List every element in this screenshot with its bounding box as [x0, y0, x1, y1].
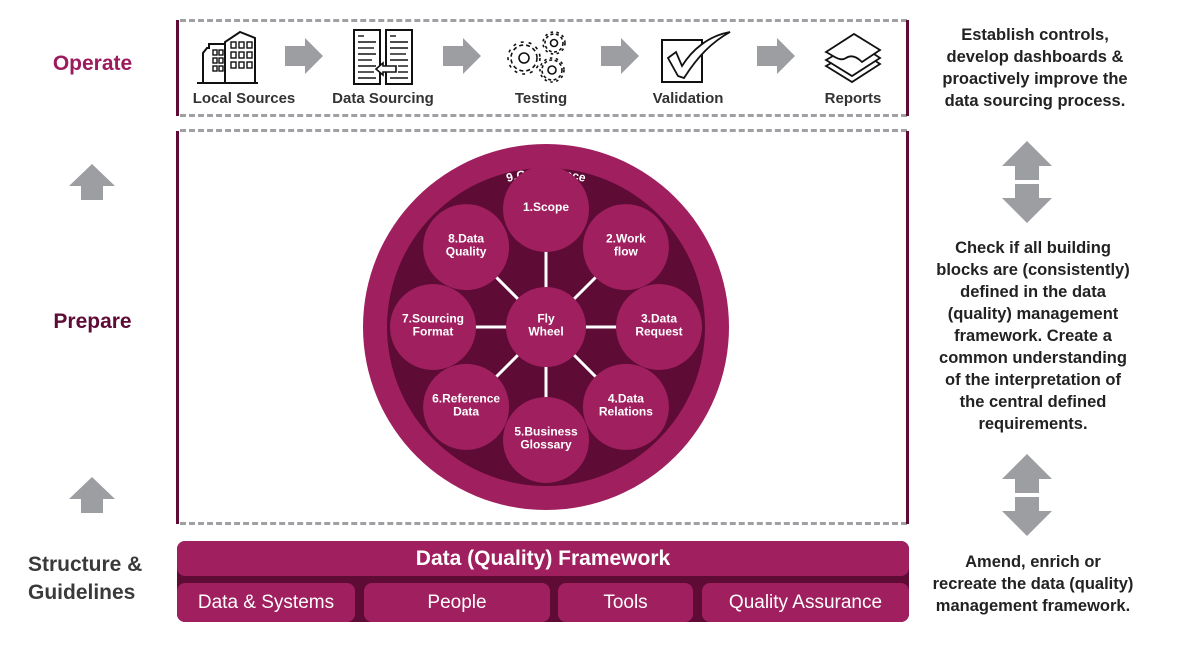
row-label-structure-line: Structure &: [28, 553, 143, 576]
node-circle: [503, 397, 589, 483]
flywheel-node: 1.Scope: [503, 166, 589, 252]
description-line: recreate the data (quality): [932, 575, 1134, 593]
structure-description: Amend, enrich or recreate the data (qual…: [913, 551, 1153, 617]
node-label: Glossary: [520, 438, 572, 452]
node-label: flow: [614, 245, 639, 259]
node-label: Request: [635, 325, 682, 339]
node-circle: [616, 284, 702, 370]
prepare-box-bottom-border: [180, 522, 907, 525]
framework-pillar-people: People: [364, 583, 550, 622]
row-label-structure-line: Guidelines: [28, 581, 136, 604]
node-label: Quality: [446, 245, 487, 259]
flow-arrow-icon: [757, 38, 795, 74]
framework-title: Data (Quality) Framework: [177, 541, 909, 576]
step-label-reports: Reports: [824, 90, 882, 107]
node-label: 7.Sourcing: [402, 312, 464, 326]
operate-box-bottom-border: [180, 114, 907, 117]
row-label-operate: Operate: [52, 52, 133, 75]
prepare-box-right-bar: [906, 131, 909, 524]
up-arrow-icon: [69, 477, 115, 513]
prepare-box-top-border: [180, 129, 907, 132]
flow-arrow-icon: [285, 38, 323, 74]
framework-pillar-data-systems: Data & Systems: [177, 583, 355, 622]
description-line: develop dashboards &: [946, 48, 1124, 66]
double-arrow-icon: [1002, 141, 1052, 223]
node-label: 5.Business: [514, 425, 578, 439]
description-line: (quality) management: [947, 305, 1119, 323]
node-label: 6.Reference: [432, 391, 500, 405]
row-label-structure: Structure & Guidelines: [18, 551, 176, 607]
up-arrow-icon: [69, 164, 115, 200]
node-circle: [390, 284, 476, 370]
node-label: Data: [453, 404, 479, 418]
framework-pillar-tools: Tools: [558, 583, 693, 622]
node-label: Wheel: [528, 325, 563, 339]
node-circle: [582, 204, 669, 291]
step-label-validation: Validation: [652, 90, 724, 107]
buildings-icon: [197, 30, 258, 84]
step-label-data-sourcing: Data Sourcing: [332, 90, 434, 107]
node-label: 2.Work: [606, 232, 646, 246]
node-label: 1.Scope: [523, 200, 569, 214]
gears-icon: [507, 31, 566, 83]
description-line: framework. Create a: [954, 327, 1112, 345]
description-line: blocks are (consistently): [936, 261, 1130, 279]
node-label: 8.Data: [448, 232, 484, 246]
description-line: requirements.: [978, 415, 1088, 433]
node-label: 3.Data: [641, 312, 677, 326]
node-circle: [423, 204, 510, 291]
operate-description: Establish controls, develop dashboards &…: [915, 24, 1155, 112]
description-line: defined in the data: [960, 283, 1106, 301]
operate-box-right-bar: [906, 20, 909, 116]
framework-pillar-quality-assurance: Quality Assurance: [702, 583, 909, 622]
documents-icon: [353, 29, 413, 85]
description-line: of the interpretation of: [945, 371, 1121, 389]
prepare-box-left-bar: [176, 131, 179, 524]
checkbox-icon: [661, 31, 731, 83]
node-label: 4.Data: [608, 391, 644, 405]
node-label: Format: [413, 325, 454, 339]
description-line: Amend, enrich or: [965, 553, 1101, 571]
description-line: the central defined: [959, 393, 1107, 411]
node-circle: [503, 166, 589, 252]
node-label: Fly: [537, 312, 555, 326]
center-circle: [506, 287, 586, 367]
operate-box-left-bar: [176, 20, 179, 116]
prepare-description: Check if all building blocks are (consis…: [913, 237, 1153, 435]
description-line: Check if all building: [955, 239, 1111, 257]
step-label-testing: Testing: [514, 90, 568, 107]
description-line: common understanding: [939, 349, 1127, 367]
row-label-prepare: Prepare: [53, 310, 132, 333]
operate-box-top-border: [180, 19, 907, 22]
layers-icon: [824, 32, 882, 84]
double-arrow-icon: [1002, 454, 1052, 536]
description-line: management framework.: [935, 597, 1131, 615]
description-line: data sourcing process.: [944, 92, 1126, 110]
step-label-local-sources: Local Sources: [192, 90, 296, 107]
node-circle: [582, 363, 669, 450]
node-circle: [423, 363, 510, 450]
description-line: proactively improve the: [942, 70, 1128, 88]
flow-arrow-icon: [601, 38, 639, 74]
node-label: Relations: [599, 404, 653, 418]
flow-arrow-icon: [443, 38, 481, 74]
description-line: Establish controls,: [961, 26, 1109, 44]
